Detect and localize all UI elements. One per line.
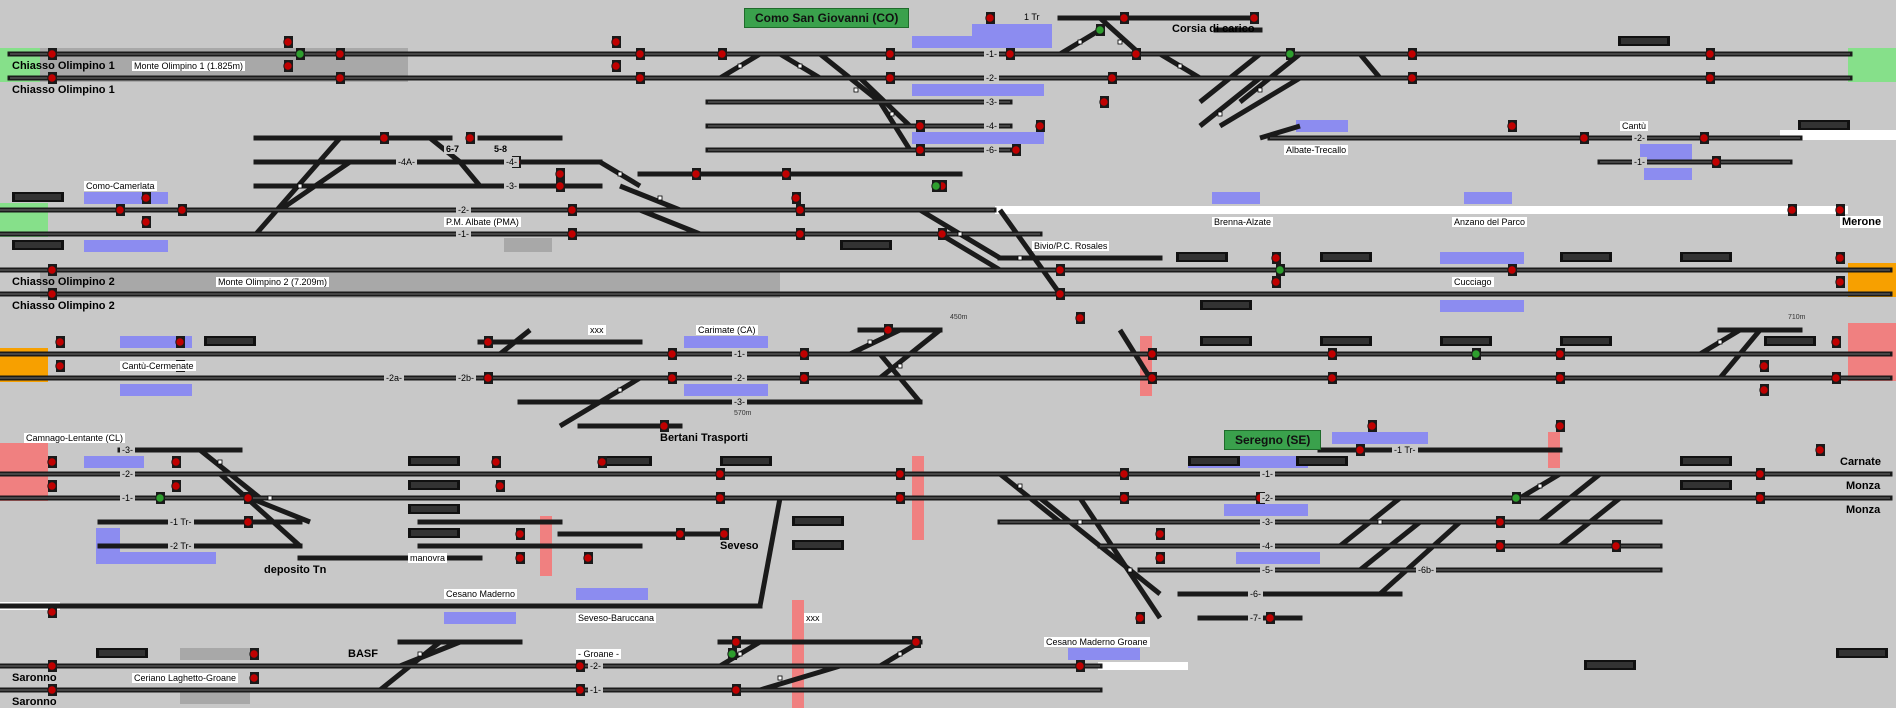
station-anzano-del-parco: Anzano del Parco [1452, 217, 1528, 227]
station-seveso-baruccana: Seveso-Baruccana [576, 613, 657, 623]
track-ca-4: -4- [504, 157, 519, 167]
track-co-2: -2- [984, 73, 999, 83]
track-se-5: -5- [1260, 565, 1275, 575]
terminal-seveso[interactable]: Seveso [720, 540, 759, 552]
track-co-4: -4- [984, 121, 999, 131]
station-albate-trecallo: Albate-Trecallo [1284, 145, 1349, 155]
station-xxx-carimate: xxx [588, 325, 606, 335]
track-se-6: -6- [1248, 589, 1263, 599]
station-carimate: Carimate (CA) [696, 325, 758, 335]
track-ca-67: 6-7 [444, 144, 462, 154]
station-brenna-alzate: Brenna-Alzate [1212, 217, 1274, 227]
station-cesano-maderno: Cesano Maderno [444, 589, 518, 599]
terminal-bertani-trasporti[interactable]: Bertani Trasporti [660, 432, 749, 444]
station-ceriano-laghetto: Ceriano Laghetto-Groane [132, 673, 239, 683]
track-cl-1tr: -1 Tr- [168, 517, 194, 527]
track-se-1tr: -1 Tr- [1392, 445, 1418, 455]
station-cucciago: Cucciago [1452, 277, 1494, 287]
track-gr-2: -2- [588, 661, 603, 671]
station-como-camerlata: Como-Camerlata [84, 181, 157, 191]
terminal-saronno[interactable]: Saronno [12, 672, 57, 684]
track-car-2a: -2a- [384, 373, 405, 383]
station-pm-albate: P.M. Albate (PMA) [444, 217, 521, 227]
station-seregno[interactable]: Seregno (SE) [1224, 430, 1322, 450]
station-cantu: Cantù [1620, 121, 1649, 131]
station-bivio-rosales: Bivio/P.C. Rosales [1032, 241, 1110, 251]
distance-450m: 450m [950, 314, 968, 321]
station-cesano-maderno-groane: Cesano Maderno Groane [1044, 637, 1150, 647]
station-como-san-giovanni[interactable]: Como San Giovanni (CO) [744, 8, 910, 28]
terminal-monza-b[interactable]: Monza [1846, 504, 1881, 516]
station-monte-olimpino-1: Monte Olimpino 1 (1.825m) [132, 61, 246, 71]
terminal-merone[interactable]: Merone [1840, 216, 1884, 228]
track-car-2b: -2b- [456, 373, 477, 383]
track-se-4: -4- [1260, 541, 1275, 551]
track-co-1: -1- [984, 49, 999, 59]
track-se-1: -1- [1260, 469, 1275, 479]
track-cl-1: -1- [120, 493, 135, 503]
track-cl-2: -2- [120, 469, 135, 479]
occupied-sections [84, 24, 1692, 660]
track-se-6b: -6b- [1416, 565, 1437, 575]
track-co-1tr: 1 Tr [1022, 12, 1042, 22]
track-cl-2tr: -2 Tr- [168, 541, 194, 551]
station-groane: - Groane - [576, 649, 622, 659]
track-se-2: -2- [1260, 493, 1275, 503]
terminal-deposito-tn[interactable]: deposito Tn [264, 564, 327, 576]
track-pma-2: -2- [456, 205, 471, 215]
terminal-chiasso-olimpino-1[interactable]: Chiasso Olimpino 1 [12, 60, 115, 72]
terminal-monza[interactable]: Monza [1846, 480, 1881, 492]
track-ca-58: 5-8 [492, 144, 510, 154]
terminal-carnate[interactable]: Carnate [1840, 456, 1881, 468]
track-car-2: -2- [732, 373, 747, 383]
station-camnago-lentante: Camnago-Lentante (CL) [24, 433, 126, 443]
track-car-3: -3- [732, 397, 747, 407]
track-se-7: -7- [1248, 613, 1263, 623]
track-cantu-1: -1- [1632, 157, 1647, 167]
distance-570m: 570m [734, 410, 752, 417]
terminal-chiasso-olimpino-2[interactable]: Chiasso Olimpino 2 [12, 276, 115, 288]
terminal-corsia-di-carico[interactable]: Corsia di carico [1172, 23, 1255, 35]
station-xxx-seveso: xxx [804, 613, 822, 623]
terminal-saronno-b[interactable]: Saronno [12, 696, 57, 708]
terminal-basf[interactable]: BASF [348, 648, 378, 660]
distance-710m: 710m [1788, 314, 1806, 321]
station-cantu-cermenate: Cantù-Cermenate [120, 361, 196, 371]
terminal-chiasso-olimpino-2-b[interactable]: Chiasso Olimpino 2 [12, 300, 115, 312]
track-pma-1: -1- [456, 229, 471, 239]
track-ca-4a: -4A- [396, 157, 418, 167]
track-co-6: -6- [984, 145, 999, 155]
station-manovra: manovra [408, 553, 448, 563]
track-gr-1: -1- [588, 685, 603, 695]
track-se-3: -3- [1260, 517, 1275, 527]
station-monte-olimpino-2: Monte Olimpino 2 (7.209m) [216, 277, 330, 287]
track-ca-3: -3- [504, 181, 519, 191]
track-cl-3: -3- [120, 445, 135, 455]
track-car-1: -1- [732, 349, 747, 359]
track-cantu-2: -2- [1632, 133, 1647, 143]
track-co-3: -3- [984, 97, 999, 107]
terminal-chiasso-olimpino-1-b[interactable]: Chiasso Olimpino 1 [12, 84, 115, 96]
